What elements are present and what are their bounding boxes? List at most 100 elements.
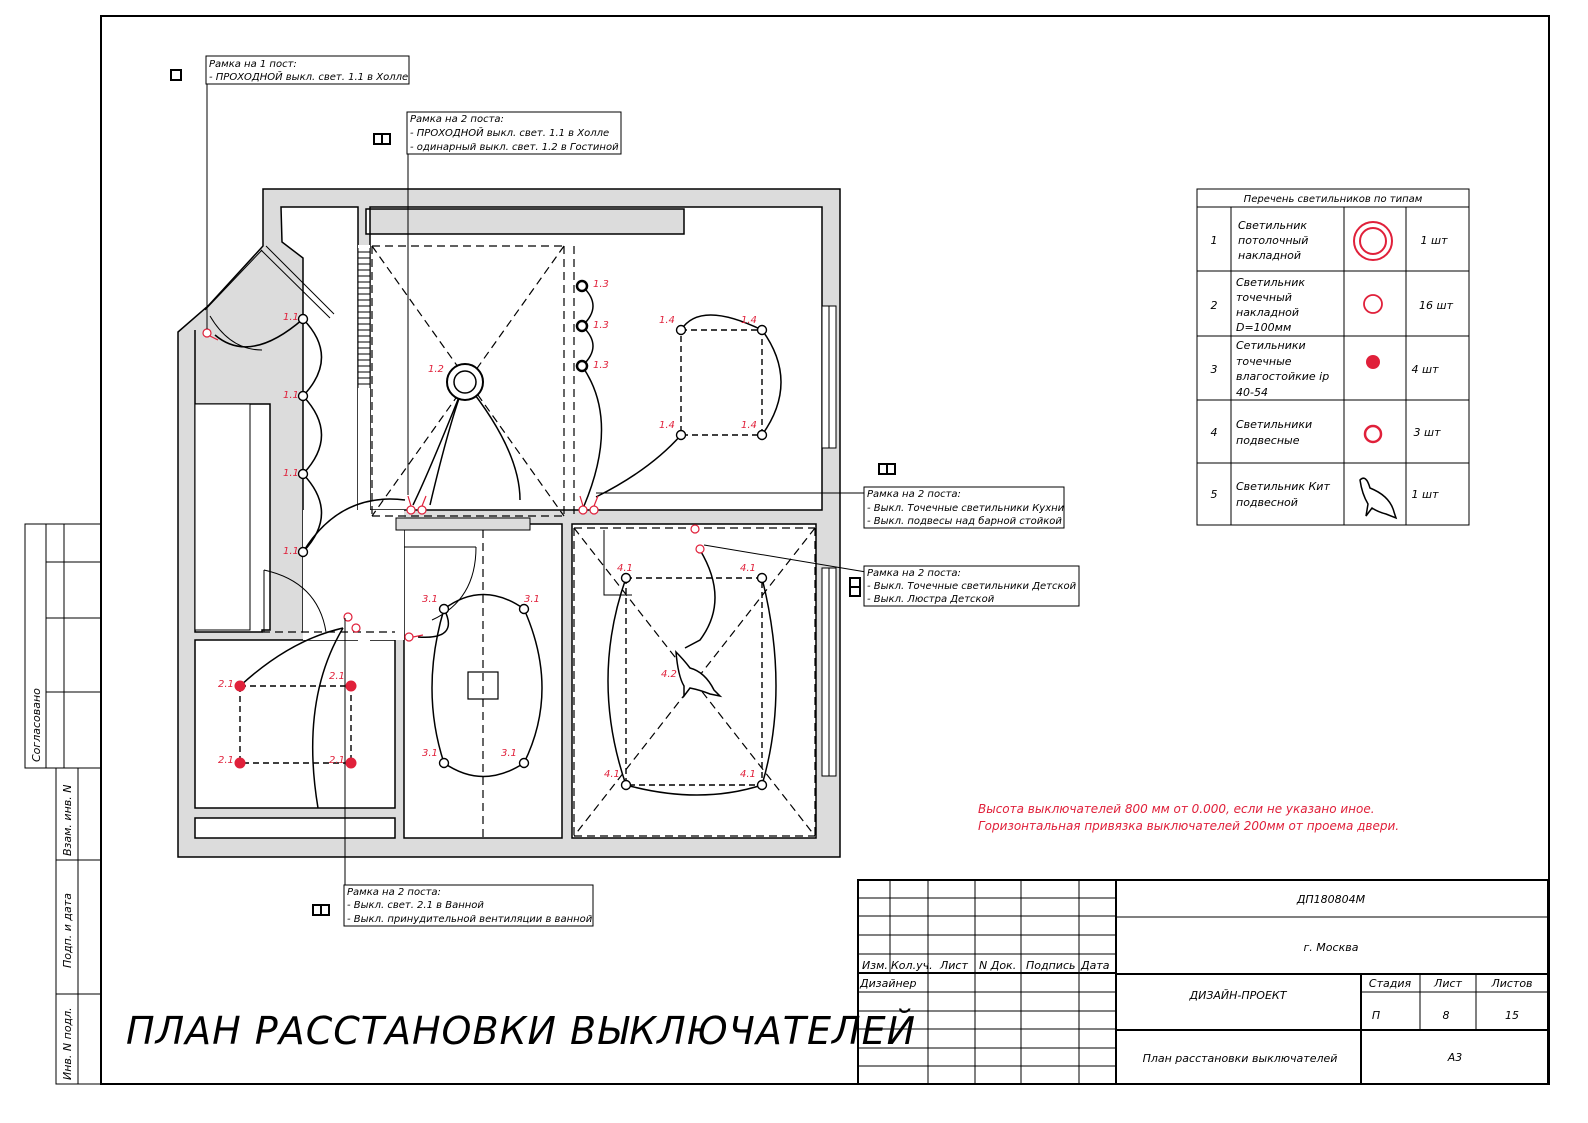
svg-text:- ПРОХОДНОЙ выкл. свет. 1.1 в: - ПРОХОДНОЙ выкл. свет. 1.1 в Холле bbox=[410, 126, 609, 139]
svg-text:Листов: Листов bbox=[1490, 977, 1532, 990]
svg-text:ДП180804М: ДП180804М bbox=[1296, 893, 1366, 906]
svg-text:Рамка на 1 пост:: Рамка на 1 пост: bbox=[209, 59, 297, 70]
title-block-text: Изм. Кол.уч. Лист N Док. Подпись Дата Ди… bbox=[859, 893, 1533, 1065]
label-1-2: 1.2 bbox=[428, 364, 444, 375]
label-1-3: 1.3 bbox=[593, 279, 609, 290]
svg-text:Лист: Лист bbox=[1433, 977, 1462, 990]
label-4-2: 4.2 bbox=[661, 669, 677, 680]
side-stamp-sign-date: Подп. и дата bbox=[61, 893, 74, 968]
label-3-1: 3.1 bbox=[501, 748, 517, 759]
svg-text:подвесной: подвесной bbox=[1236, 496, 1298, 509]
svg-text:Светильники: Светильники bbox=[1236, 418, 1312, 431]
frame-symbols bbox=[170, 69, 896, 916]
label-3-1: 3.1 bbox=[524, 594, 540, 605]
fixture-table-title: Перечень светильников по типам bbox=[1244, 194, 1423, 205]
label-3-1: 3.1 bbox=[422, 594, 438, 605]
plan-labels: 1.1 1.1 1.1 1.1 1.2 1.3 1.3 1.3 1.4 1.4 … bbox=[218, 279, 757, 780]
svg-text:5: 5 bbox=[1211, 488, 1218, 501]
svg-text:Светильник: Светильник bbox=[1236, 276, 1305, 289]
svg-text:N Док.: N Док. bbox=[979, 959, 1016, 972]
svg-text:1 шт: 1 шт bbox=[1412, 488, 1440, 501]
callout-5: Рамка на 2 поста: - Выкл. свет. 2.1 в Ва… bbox=[343, 884, 594, 927]
label-2-1: 2.1 bbox=[218, 755, 234, 766]
drawing-title: ПЛАН РАССТАНОВКИ ВЫКЛЮЧАТЕЛЕЙ bbox=[126, 1009, 916, 1053]
fixture-groups bbox=[239, 329, 763, 786]
callout-4: Рамка на 2 поста: - Выкл. Точечные свети… bbox=[863, 565, 1080, 607]
svg-text:Подпись: Подпись bbox=[1026, 959, 1075, 972]
side-stamp-inv-orig: Инв. N подл. bbox=[61, 1007, 74, 1080]
svg-text:- Выкл. Точечные светильники К: - Выкл. Точечные светильники Кухни bbox=[867, 503, 1065, 514]
svg-text:Светильник: Светильник bbox=[1238, 219, 1307, 232]
fixture-table-symbols bbox=[1353, 221, 1398, 520]
svg-text:Дизайнер: Дизайнер bbox=[859, 977, 916, 990]
label-4-1: 4.1 bbox=[740, 769, 756, 780]
svg-text:4: 4 bbox=[1211, 426, 1218, 439]
svg-text:подвесные: подвесные bbox=[1236, 434, 1300, 447]
svg-text:А3: А3 bbox=[1447, 1051, 1463, 1064]
svg-text:- Выкл. принудительной вентиля: - Выкл. принудительной вентиляции в ванн… bbox=[347, 914, 593, 925]
note-horizontal: Горизонтальная привязка выключателей 200… bbox=[978, 819, 1399, 833]
label-4-1: 4.1 bbox=[740, 563, 756, 574]
svg-text:2: 2 bbox=[1211, 299, 1218, 312]
svg-text:точечные: точечные bbox=[1236, 355, 1292, 368]
switches bbox=[202, 328, 705, 642]
label-1-3: 1.3 bbox=[593, 320, 609, 331]
svg-text:16 шт: 16 шт bbox=[1419, 299, 1454, 312]
svg-text:- ПРОХОДНОЙ выкл. свет. 1.1 в: - ПРОХОДНОЙ выкл. свет. 1.1 в Холле bbox=[209, 70, 408, 83]
svg-text:ДИЗАЙН-ПРОЕКТ: ДИЗАЙН-ПРОЕКТ bbox=[1189, 989, 1288, 1002]
svg-text:Лист: Лист bbox=[939, 959, 968, 972]
callout-2: Рамка на 2 поста: - ПРОХОДНОЙ выкл. свет… bbox=[406, 111, 622, 155]
svg-text:Изм.: Изм. bbox=[862, 959, 888, 972]
fixtures bbox=[234, 279, 768, 791]
svg-text:15: 15 bbox=[1505, 1009, 1519, 1022]
label-4-1: 4.1 bbox=[604, 769, 620, 780]
svg-text:Рамка на 2 поста:: Рамка на 2 поста: bbox=[347, 887, 441, 898]
label-1-1: 1.1 bbox=[283, 468, 299, 479]
svg-text:8: 8 bbox=[1443, 1009, 1450, 1022]
label-2-1: 2.1 bbox=[218, 679, 234, 690]
svg-text:Кол.уч.: Кол.уч. bbox=[891, 959, 933, 972]
note-height: Высота выключателей 800 мм от 0.000, есл… bbox=[978, 802, 1375, 816]
svg-text:влагостойкие ip: влагостойкие ip bbox=[1236, 370, 1329, 383]
svg-text:накладной: накладной bbox=[1236, 306, 1299, 319]
svg-text:Рамка на 2 поста:: Рамка на 2 поста: bbox=[867, 489, 961, 500]
svg-text:Рамка на 2 поста:: Рамка на 2 поста: bbox=[410, 114, 504, 125]
svg-text:Дата: Дата bbox=[1080, 959, 1110, 972]
svg-text:4 шт: 4 шт bbox=[1412, 363, 1440, 376]
callout-3: Рамка на 2 поста: - Выкл. Точечные свети… bbox=[863, 486, 1065, 529]
callout-leaders bbox=[206, 84, 867, 885]
floor-plan-walls bbox=[177, 188, 841, 858]
label-1-1: 1.1 bbox=[283, 546, 299, 557]
svg-text:Стадия: Стадия bbox=[1369, 977, 1412, 990]
label-1-4: 1.4 bbox=[741, 420, 757, 431]
svg-text:- Выкл. свет. 2.1 в Ванной: - Выкл. свет. 2.1 в Ванной bbox=[347, 900, 484, 911]
svg-text:3 шт: 3 шт bbox=[1414, 426, 1442, 439]
svg-text:г. Москва: г. Москва bbox=[1304, 941, 1359, 954]
label-1-4: 1.4 bbox=[659, 315, 675, 326]
side-stamp-agreed: Согласовано bbox=[30, 688, 43, 762]
svg-text:П: П bbox=[1372, 1009, 1380, 1022]
svg-text:- Выкл. Люстра Детской: - Выкл. Люстра Детской bbox=[867, 594, 995, 605]
fixture-table-rows: 1 Светильник потолочный накладной 1 шт 2… bbox=[1211, 219, 1454, 509]
svg-text:1 шт: 1 шт bbox=[1421, 234, 1449, 247]
callout-1: Рамка на 1 пост: - ПРОХОДНОЙ выкл. свет.… bbox=[205, 55, 410, 85]
svg-text:точечный: точечный bbox=[1236, 291, 1292, 304]
label-1-1: 1.1 bbox=[283, 390, 299, 401]
svg-text:Рамка на 2 поста:: Рамка на 2 поста: bbox=[867, 568, 961, 579]
svg-text:Сетильники: Сетильники bbox=[1236, 339, 1306, 352]
svg-text:- Выкл. Точечные светильники Д: - Выкл. Точечные светильники Детской bbox=[867, 581, 1077, 592]
fixture-table bbox=[1196, 188, 1470, 526]
ceiling-lines bbox=[262, 245, 816, 838]
svg-text:План расстановки выключателей: План расстановки выключателей bbox=[1143, 1052, 1338, 1065]
label-2-1: 2.1 bbox=[329, 755, 345, 766]
label-1-3: 1.3 bbox=[593, 360, 609, 371]
svg-text:3: 3 bbox=[1211, 363, 1218, 376]
svg-text:D=100мм: D=100мм bbox=[1236, 321, 1291, 334]
label-1-1: 1.1 bbox=[283, 312, 299, 323]
svg-text:Светильник Кит: Светильник Кит bbox=[1236, 480, 1330, 493]
label-1-4: 1.4 bbox=[659, 420, 675, 431]
whale-icon bbox=[1359, 477, 1398, 520]
side-stamp bbox=[24, 523, 102, 1085]
title-block bbox=[857, 879, 1549, 1085]
